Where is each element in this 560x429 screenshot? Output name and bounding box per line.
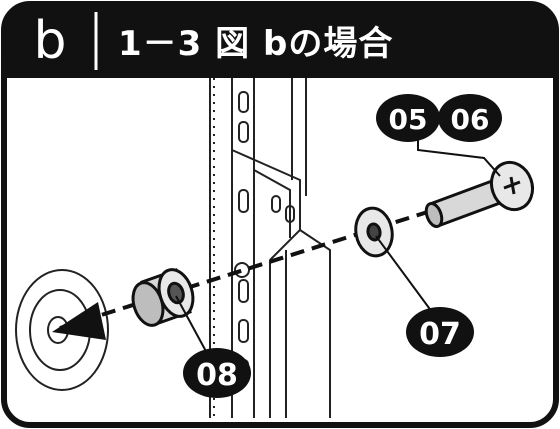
part-label-08: 08: [196, 358, 238, 393]
part-label-05: 05: [389, 103, 428, 136]
bolt-05-06: [424, 160, 535, 229]
part-label-07: 07: [419, 317, 461, 352]
header-band: [4, 4, 556, 78]
part-badge-06: 06: [438, 94, 502, 142]
spacer-sleeve-08: [131, 268, 195, 327]
step-title: 1－3 図 bの場合: [118, 22, 393, 66]
step-title-number: 1－3: [118, 24, 203, 64]
arrow-head-icon: [52, 302, 106, 340]
part-badge-08: 08: [183, 348, 251, 398]
washer-07: [354, 206, 394, 258]
part-label-06: 06: [451, 103, 490, 136]
leader-line-08: [175, 295, 209, 356]
step-title-text: 図 bの場合: [215, 24, 394, 64]
leader-line-07: [375, 235, 433, 313]
step-letter: b: [33, 11, 67, 71]
part-badge-07: 07: [406, 307, 474, 357]
part-badge-05: 05: [376, 94, 440, 142]
leader-line-05-06: [417, 135, 501, 177]
